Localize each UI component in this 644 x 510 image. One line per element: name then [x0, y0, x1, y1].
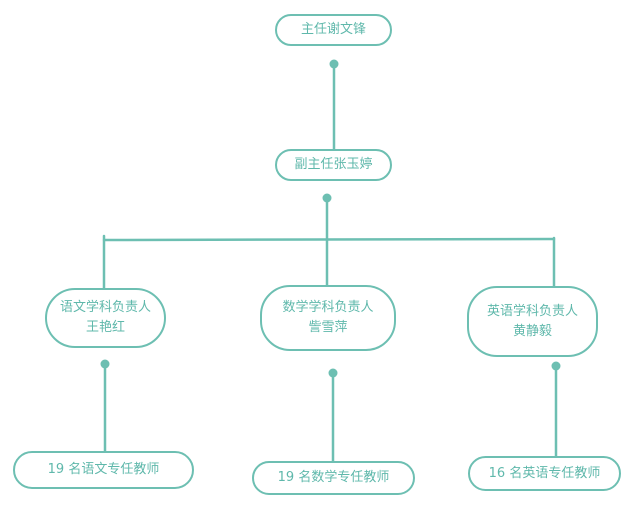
math-teachers-node: 19 名数学专任教师 [252, 461, 415, 495]
connector-dot-chinese-lead [100, 359, 110, 369]
connector-dot-deputy [322, 193, 332, 203]
chinese-lead-node: 语文学科负责人 王艳红 [45, 288, 166, 348]
connector-dot-director [329, 59, 339, 69]
chinese-lead-title: 语文学科负责人 [59, 300, 151, 315]
english-lead-title: 英语学科负责人 [486, 303, 578, 319]
math-lead-title: 数学学科负责人 [282, 300, 374, 315]
connector-horizontal-bus [102, 237, 556, 242]
math-lead-node: 数学学科负责人 訾雪萍 [260, 285, 396, 351]
director-node: 主任谢文锋 [275, 14, 392, 46]
english-teachers-node: 16 名英语专任教师 [468, 456, 621, 491]
english-teachers-label: 16 名英语专任教师 [488, 465, 601, 481]
connector-dot-english-lead [551, 361, 561, 371]
connector-dot-math-lead [328, 368, 338, 378]
english-lead-name: 黄静毅 [512, 323, 552, 339]
chinese-teachers-node: 19 名语文专任教师 [13, 451, 194, 489]
math-lead-name: 訾雪萍 [308, 320, 348, 335]
director-label: 主任谢文锋 [300, 22, 366, 37]
chinese-teachers-label: 19 名语文专任教师 [47, 462, 160, 477]
chinese-lead-name: 王艳红 [85, 320, 125, 335]
english-lead-node: 英语学科负责人 黄静毅 [467, 286, 598, 357]
deputy-director-node: 副主任张玉婷 [275, 149, 392, 181]
deputy-director-label: 副主任张玉婷 [294, 157, 373, 172]
math-teachers-label: 19 名数学专任教师 [277, 470, 390, 485]
